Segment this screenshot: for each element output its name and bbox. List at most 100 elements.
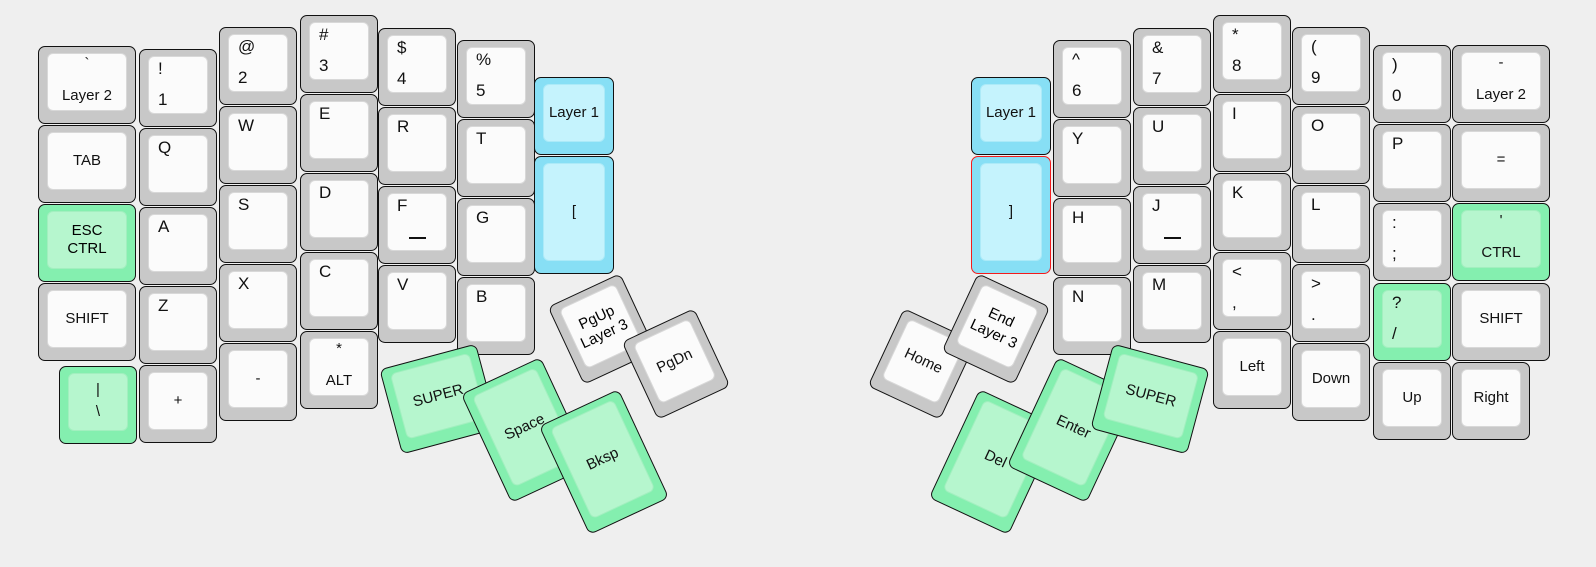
- key-r-r2c2[interactable]: Y: [1053, 119, 1131, 197]
- key-cap: =: [1461, 131, 1541, 189]
- key-r-r4c6[interactable]: ?/: [1373, 283, 1451, 361]
- key-l-r4c3[interactable]: X: [219, 264, 297, 342]
- key-l-r4c2[interactable]: Z: [139, 286, 217, 364]
- key-cap: SHIFT: [47, 290, 127, 348]
- key-cap: O: [1301, 113, 1361, 171]
- key-legend: Layer 2: [1475, 86, 1527, 104]
- key-r-r3c3[interactable]: J: [1133, 186, 1211, 264]
- key-l-r3c6[interactable]: G: [457, 198, 535, 276]
- key-r-r4c2[interactable]: N: [1053, 277, 1131, 355]
- key-r-r2c7[interactable]: =: [1452, 124, 1550, 202]
- key-legend: I: [1232, 104, 1237, 123]
- key-legend: P: [1392, 134, 1404, 153]
- key-cap: G: [466, 205, 526, 263]
- key-l-r2c6[interactable]: T: [457, 119, 535, 197]
- key-cap: SUPER: [1102, 352, 1200, 440]
- key-cap: TAB: [47, 132, 127, 190]
- key-r-r3c6[interactable]: :;: [1373, 203, 1451, 281]
- key-cap: P: [1382, 131, 1442, 189]
- key-legend: ESC CTRL: [67, 222, 107, 257]
- key-legend: /: [1392, 324, 1397, 344]
- key-r-r2c5[interactable]: O: [1292, 106, 1370, 184]
- key-legend: Right: [1473, 389, 1509, 407]
- key-l-r3c4[interactable]: D: [300, 173, 378, 251]
- key-r-r1c7[interactable]: -Layer 2: [1452, 45, 1550, 123]
- key-l-r2c4[interactable]: E: [300, 94, 378, 172]
- key-r-r1c5[interactable]: (9: [1292, 27, 1370, 105]
- key-l-r5c2[interactable]: +: [139, 365, 217, 443]
- key-r-r3c2[interactable]: H: [1053, 198, 1131, 276]
- key-r-r2c4[interactable]: I: [1213, 94, 1291, 172]
- key-r-r5c6[interactable]: Up: [1373, 362, 1451, 440]
- key-legend: Up: [1402, 389, 1422, 407]
- key-l-r5c4[interactable]: *ALT: [300, 331, 378, 409]
- key-legend: 6: [1072, 81, 1082, 101]
- key-l-r3c1[interactable]: ESC CTRL: [38, 204, 136, 282]
- key-r-r4c4[interactable]: <,: [1213, 252, 1291, 330]
- key-cap: *8: [1222, 22, 1282, 80]
- key-r-r1c2[interactable]: ^6: [1053, 40, 1131, 118]
- key-r-r2c1[interactable]: ]: [971, 156, 1051, 274]
- key-l-r4c1[interactable]: SHIFT: [38, 283, 136, 361]
- key-r-r1c3[interactable]: &7: [1133, 28, 1211, 106]
- key-l-r5c1[interactable]: |\: [59, 366, 137, 444]
- key-cap: SHIFT: [1461, 290, 1541, 348]
- key-l-r2c3[interactable]: W: [219, 106, 297, 184]
- key-r-r5c5[interactable]: Down: [1292, 343, 1370, 421]
- key-cap: Y: [1062, 126, 1122, 184]
- key-legend: ;: [1392, 244, 1397, 264]
- key-l-r2c5[interactable]: R: [378, 107, 456, 185]
- key-cap: Down: [1301, 350, 1361, 408]
- key-legend: N: [1072, 287, 1085, 306]
- key-r-r4c5[interactable]: >.: [1292, 264, 1370, 342]
- key-r-r2c6[interactable]: P: [1373, 124, 1451, 202]
- homing-bar-indicator: [409, 237, 426, 239]
- key-r-r4c7[interactable]: SHIFT: [1452, 283, 1550, 361]
- key-cap: ESC CTRL: [47, 211, 127, 269]
- key-legend: Down: [1311, 370, 1351, 388]
- key-cap: R: [387, 114, 447, 172]
- key-cap: ^6: [1062, 47, 1122, 105]
- key-cap: U: [1142, 114, 1202, 172]
- key-legend: (: [1311, 37, 1317, 56]
- key-l-r2c2[interactable]: Q: [139, 128, 217, 206]
- key-r-r3c7[interactable]: 'CTRL: [1452, 203, 1550, 281]
- key-cap: ]: [980, 163, 1042, 261]
- key-legend: :: [1392, 213, 1397, 232]
- key-r-r1c6[interactable]: )0: [1373, 45, 1451, 123]
- key-l-r1c5[interactable]: $4: [378, 28, 456, 106]
- key-cap: H: [1062, 205, 1122, 263]
- key-cap: )0: [1382, 52, 1442, 110]
- key-cap: >.: [1301, 271, 1361, 329]
- key-legend: L: [1311, 195, 1321, 214]
- key-l-r1c3[interactable]: @2: [219, 27, 297, 105]
- key-l-r3c5[interactable]: F: [378, 186, 456, 264]
- key-r-r5c7[interactable]: Right: [1452, 362, 1530, 440]
- key-legend: 8: [1232, 56, 1242, 76]
- key-legend: K: [1232, 183, 1244, 202]
- key-cap: F: [387, 193, 447, 251]
- key-l-r1c4[interactable]: #3: [300, 15, 378, 93]
- key-legend: End Layer 3: [967, 304, 1020, 353]
- key-legend: ': [1499, 212, 1503, 229]
- key-l-r5c3[interactable]: -: [219, 343, 297, 421]
- key-r-r3c5[interactable]: L: [1292, 185, 1370, 263]
- key-cap: N: [1062, 284, 1122, 342]
- key-l-r1c2[interactable]: !1: [139, 49, 217, 127]
- key-cap: I: [1222, 101, 1282, 159]
- key-r-r5c4[interactable]: Left: [1213, 331, 1291, 409]
- key-r-r4c3[interactable]: M: [1133, 265, 1211, 343]
- key-l-r3c2[interactable]: A: [139, 207, 217, 285]
- key-legend: U: [1152, 117, 1165, 136]
- key-l-r2c1[interactable]: TAB: [38, 125, 136, 203]
- key-l-r4c4[interactable]: C: [300, 252, 378, 330]
- key-r-r3c4[interactable]: K: [1213, 173, 1291, 251]
- key-cap: (9: [1301, 34, 1361, 92]
- key-cap: Left: [1222, 338, 1282, 396]
- key-r-r1c1[interactable]: Layer 1: [971, 77, 1051, 155]
- key-legend: O: [1311, 116, 1325, 135]
- key-r-r1c4[interactable]: *8: [1213, 15, 1291, 93]
- key-r-r2c3[interactable]: U: [1133, 107, 1211, 185]
- key-l-r2c7[interactable]: [: [534, 156, 614, 274]
